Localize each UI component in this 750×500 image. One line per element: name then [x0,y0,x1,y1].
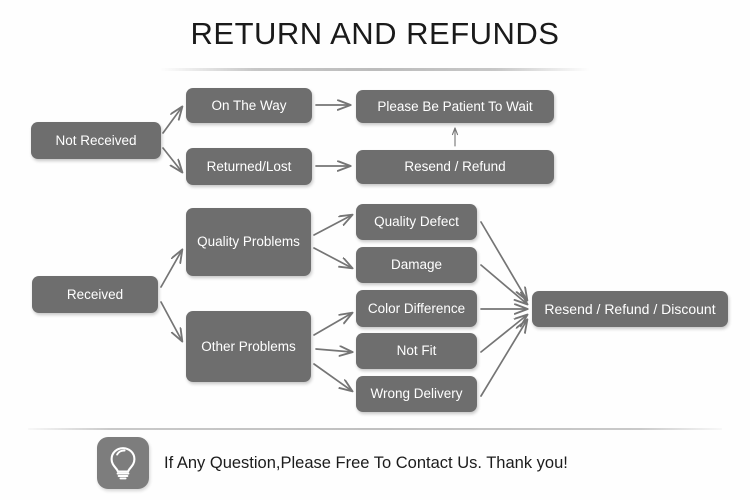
page-title: RETURN AND REFUNDS [190,16,560,51]
arrow-quality-problems-to-damage [313,247,352,268]
lightbulb-icon [110,447,136,480]
node-resend-refund[interactable]: Resend / Refund [356,150,554,184]
node-not-fit[interactable]: Not Fit [356,333,477,369]
node-wrong-delivery[interactable]: Wrong Delivery [356,376,477,412]
node-quality-defect[interactable]: Quality Defect [356,204,477,240]
node-please-be-patient-to-wait[interactable]: Please Be Patient To Wait [356,90,554,123]
footer: If Any Question,Please Free To Contact U… [97,437,568,489]
node-damage[interactable]: Damage [356,247,477,283]
arrow-wrong-delivery-to-resolution [480,320,527,397]
node-not-received[interactable]: Not Received [31,122,161,159]
arrow-not-fit-to-resolution [480,315,527,353]
arrow-received-to-other-problems [160,301,182,341]
arrow-received-to-quality-problems [160,250,182,288]
arrow-not-received-to-on-the-way [162,107,182,134]
title-divider [160,68,590,71]
node-quality-problems[interactable]: Quality Problems [186,208,311,276]
footer-text: If Any Question,Please Free To Contact U… [164,453,568,472]
arrow-damage-to-resolution [480,264,527,304]
lightbulb-badge [97,437,149,489]
arrow-other-problems-to-wrong-delivery [313,363,352,391]
node-color-difference[interactable]: Color Difference [356,290,477,327]
arrow-quality-defect-to-resolution [480,221,527,300]
arrow-quality-problems-to-quality-defect [313,215,352,236]
node-other-problems[interactable]: Other Problems [186,311,311,382]
footer-divider [28,428,722,430]
arrow-other-problems-to-color-difference [313,313,352,336]
node-resend-refund-discount[interactable]: Resend / Refund / Discount [532,291,728,327]
node-received[interactable]: Received [32,276,158,313]
node-on-the-way[interactable]: On The Way [186,88,312,123]
arrow-other-problems-to-not-fit [315,349,352,352]
node-returned-lost[interactable]: Returned/Lost [186,148,312,185]
arrow-not-received-to-returned-lost [162,147,182,172]
